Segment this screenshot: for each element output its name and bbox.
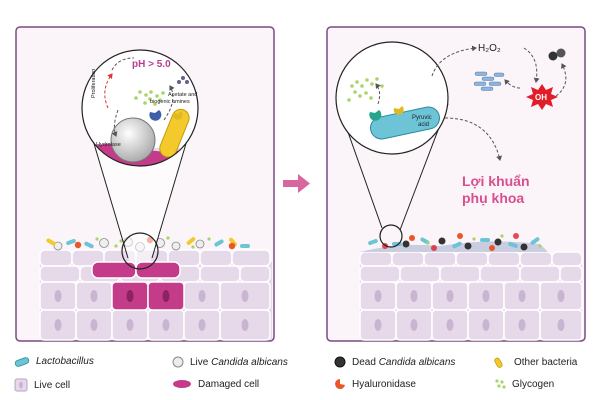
live-cell-icon [14, 378, 28, 392]
right-tissue [359, 233, 583, 341]
transition-arrow [283, 174, 310, 193]
acetate-label-line1: Acetate and [168, 92, 197, 98]
right-zoom-source-circle [379, 224, 403, 248]
legend-other-bacteria: Other bacteria [494, 356, 577, 368]
damaged-cell-icon [173, 380, 191, 388]
live-candida-icon [172, 356, 184, 368]
glycogen-icon [495, 379, 506, 389]
pyruvic-label-line2: acid [418, 122, 429, 128]
oh-label: OH [535, 93, 547, 102]
bacteria-cluster [473, 71, 505, 91]
proliferation-label: Proliferation [91, 69, 97, 98]
legend-dead-candida: Dead Candida albicans [334, 356, 455, 368]
h2o2-label: H₂O₂ [478, 43, 501, 54]
right-panel: Pyruvic acid H₂O₂ OH Lợi [326, 26, 586, 342]
right-magnified-view: Pyruvic acid [335, 41, 449, 155]
legend-damaged-cell: Damaged cell [172, 378, 259, 390]
left-tissue [39, 236, 272, 341]
other-bacterium [159, 108, 190, 158]
hydroxyl-radical: OH [526, 84, 558, 110]
hydrolase-label: Hydrolase [96, 142, 121, 148]
left-panel: pH > 5.0 Proliferation Hydrolase Acetate… [15, 26, 275, 342]
right-surface-microbes [368, 233, 542, 251]
ph-label: pH > 5.0 [132, 59, 171, 70]
left-zoom-source-circle [121, 232, 159, 270]
pyruvic-label-line1: Pyruvic [412, 115, 432, 121]
right-title-line2: phụ khoa [462, 190, 524, 206]
dead-candida-icon [334, 356, 346, 368]
dead-candida-pair [548, 48, 566, 61]
legend-live-cell: Live cell [14, 378, 70, 392]
lactobacillus-icon [14, 356, 30, 367]
legend-hyaluronidase: Hyaluronidase [334, 378, 416, 390]
legend: Lactobacillus Live Candida albicans Dead… [0, 352, 600, 400]
legend-live-candida: Live Candida albicans [172, 356, 288, 368]
left-magnified-view: pH > 5.0 Proliferation Hydrolase Acetate… [81, 49, 199, 167]
hyaluronidase-icon [335, 379, 345, 389]
other-bacteria-icon [494, 357, 503, 368]
acetate-label-line2: biogenic amines [150, 99, 190, 105]
legend-lactobacillus: Lactobacillus [14, 356, 94, 367]
live-candida-cell [110, 117, 156, 163]
legend-glycogen: Glycogen [494, 378, 554, 390]
right-title-line1: Lợi khuẩn [462, 173, 530, 189]
